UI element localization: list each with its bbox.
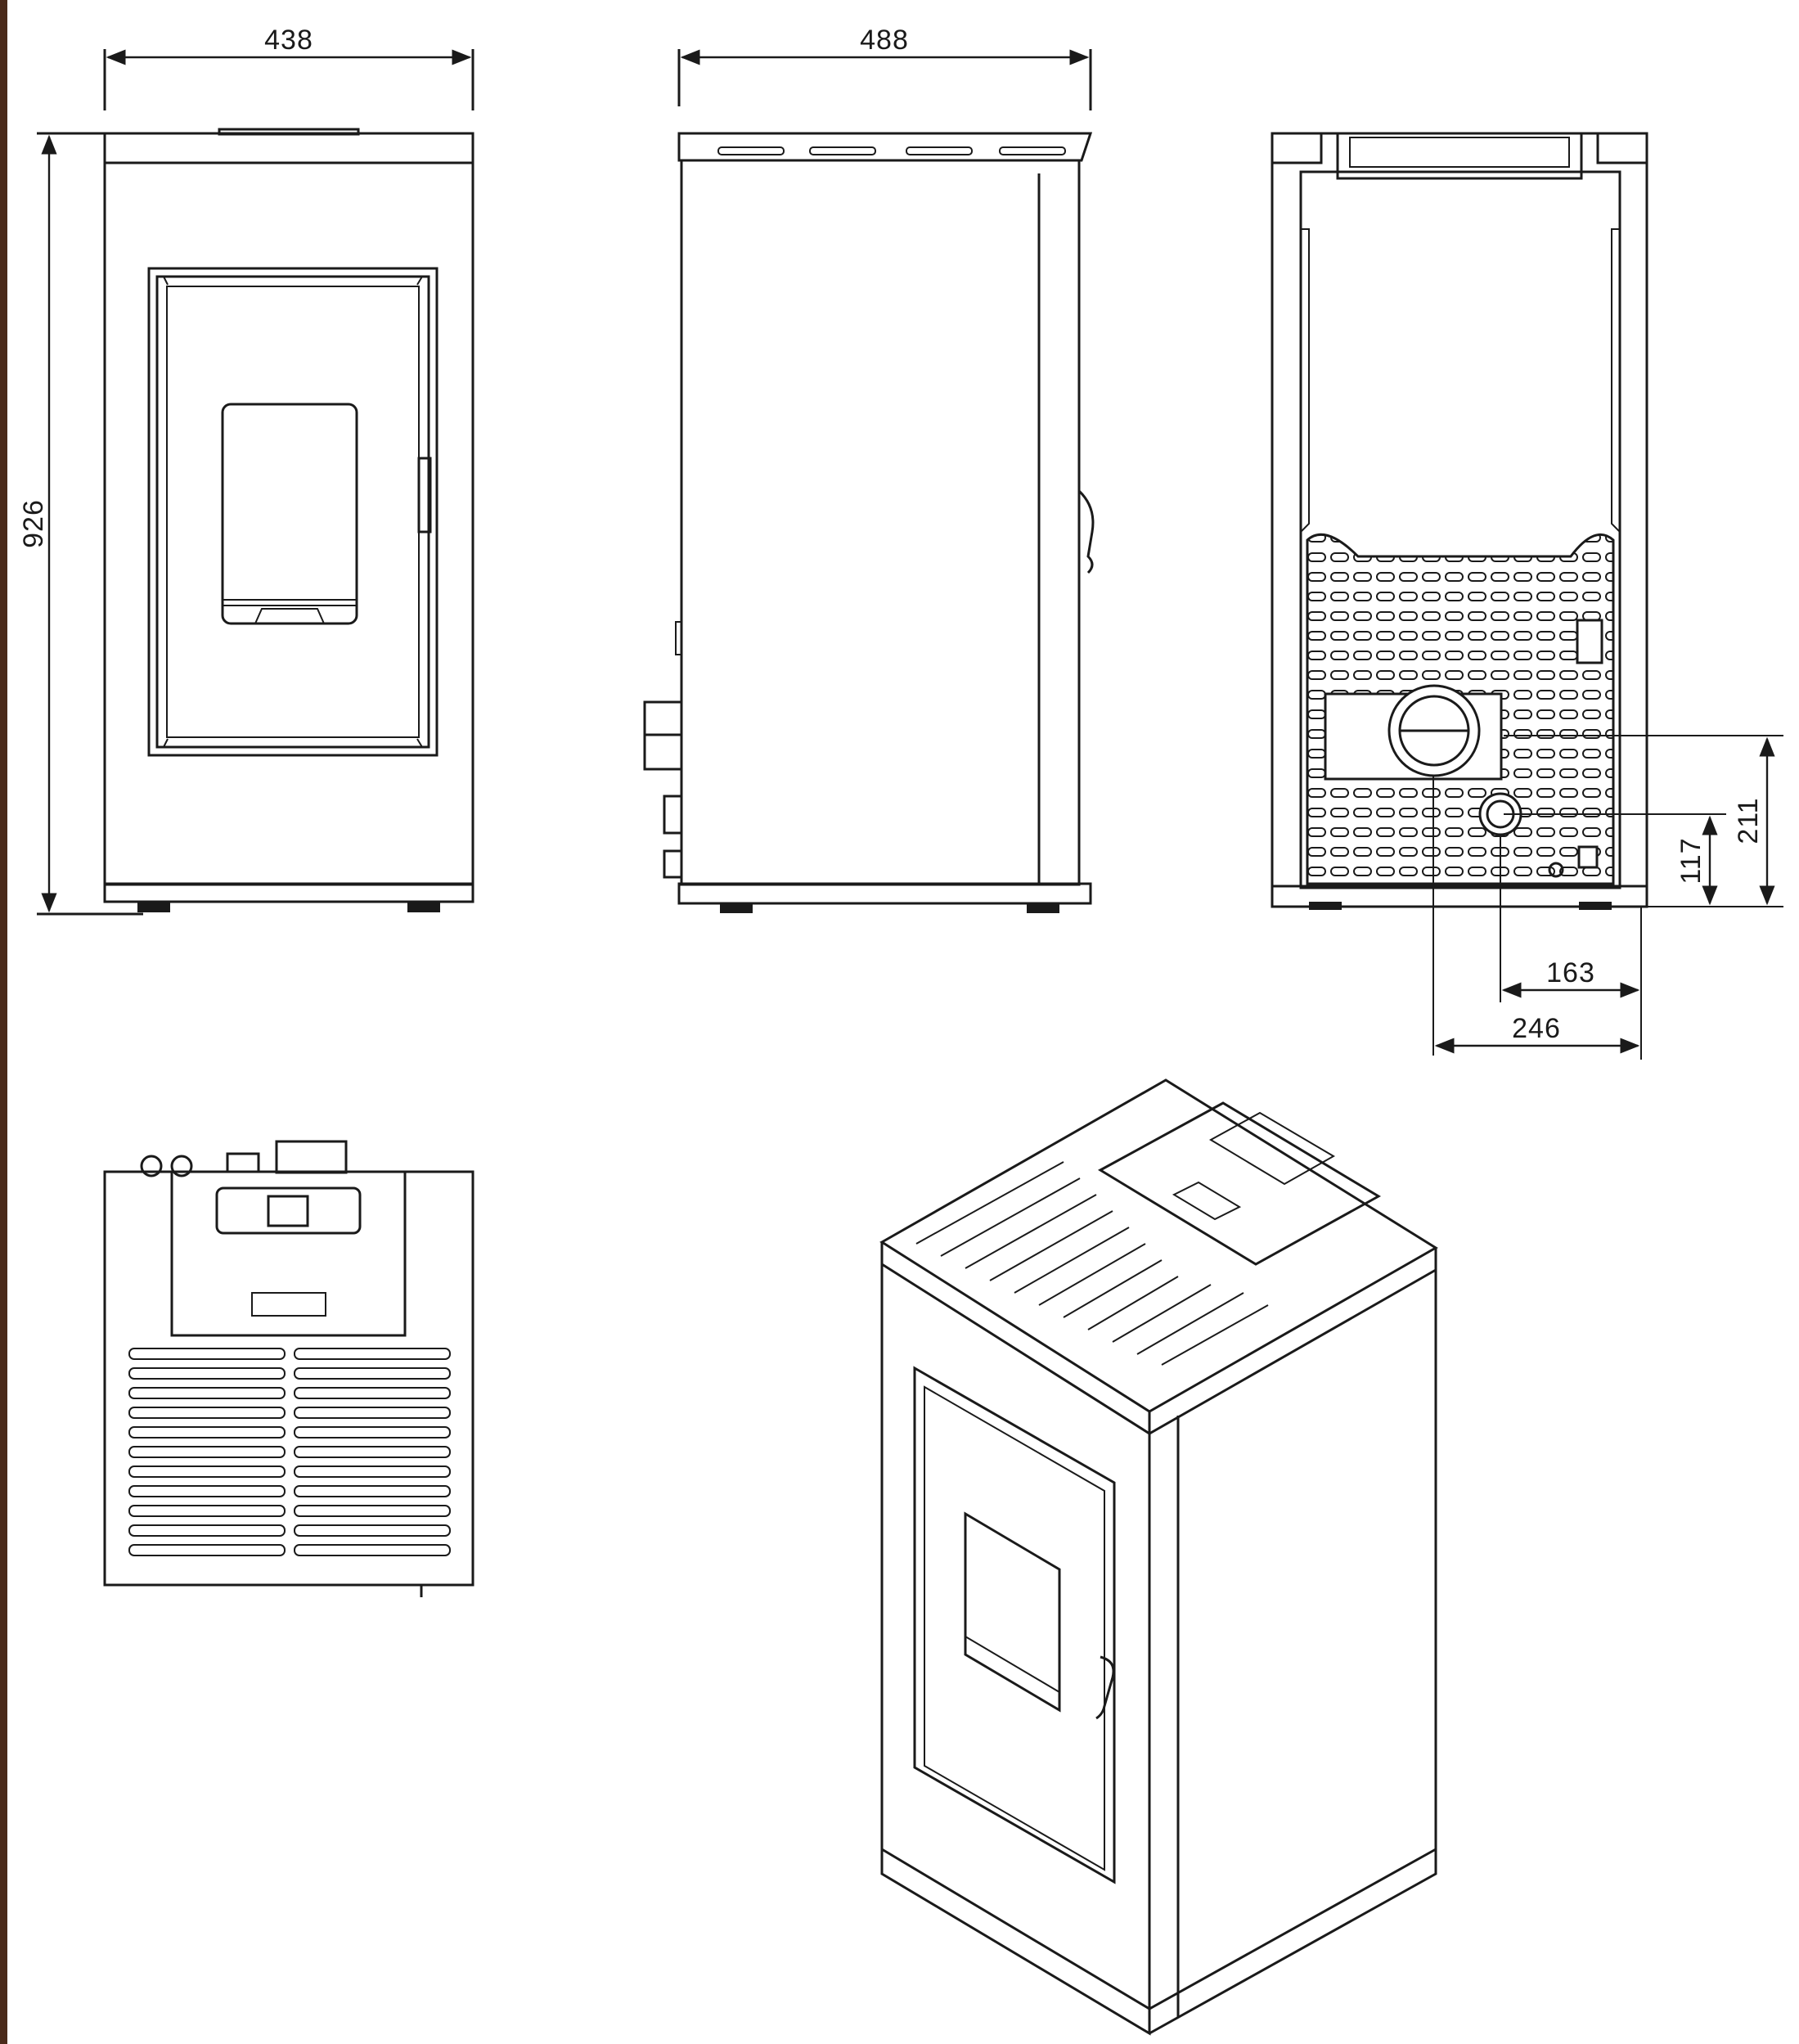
page-edge bbox=[0, 0, 7, 2044]
top-view bbox=[103, 1140, 474, 1597]
flue-offset-label: 246 bbox=[1512, 1013, 1561, 1044]
isometric-grille bbox=[915, 1161, 1269, 1366]
front-view: 438 926 bbox=[18, 25, 474, 916]
inlet-offset-label: 163 bbox=[1546, 957, 1595, 988]
top-grille bbox=[128, 1348, 451, 1556]
rear-view: 211 117 163 246 bbox=[1271, 132, 1783, 1060]
flue-height-label: 211 bbox=[1733, 797, 1764, 844]
height-label: 926 bbox=[18, 499, 49, 548]
side-view: 488 bbox=[643, 25, 1095, 913]
inlet-height-label: 117 bbox=[1675, 837, 1707, 884]
side-depth-label: 488 bbox=[860, 25, 909, 56]
front-width-label: 438 bbox=[264, 25, 313, 56]
isometric-view bbox=[879, 1078, 1438, 2036]
